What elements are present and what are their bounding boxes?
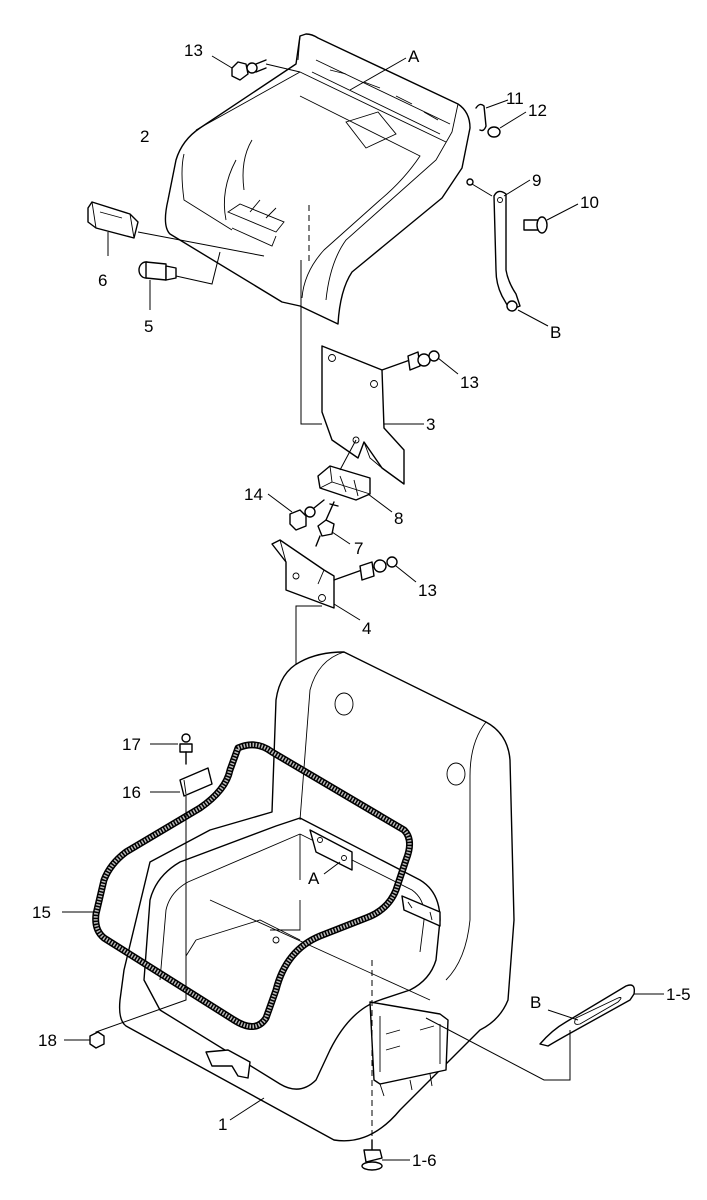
pin-part-10 xyxy=(523,203,579,234)
bolt-part-1-6 xyxy=(361,960,410,1171)
callout-2: 2 xyxy=(140,127,149,146)
callout-11: 11 xyxy=(506,89,524,108)
nut-part-18 xyxy=(64,1031,105,1049)
callout-3: 3 xyxy=(426,415,435,434)
bolt-part-13-top xyxy=(211,55,301,81)
washer-part-12 xyxy=(487,111,527,138)
bracket-part-4 xyxy=(271,539,361,621)
callout-18: 18 xyxy=(38,1031,57,1050)
callout-1-6: 1-6 xyxy=(412,1151,437,1170)
bolt-part-13-middle xyxy=(381,350,459,375)
callout-15: 15 xyxy=(32,903,51,922)
latch-block-part-8 xyxy=(317,439,393,513)
callout-14: 14 xyxy=(244,485,263,504)
callout-12: 12 xyxy=(528,101,547,120)
bracket-plate-part-3 xyxy=(321,345,424,485)
key-cylinder-part-5 xyxy=(138,251,221,310)
callout-4: 4 xyxy=(362,619,371,638)
callout-13-lower: 13 xyxy=(418,581,437,600)
callout-a-lower: A xyxy=(308,869,320,888)
seat-cover-part-2 xyxy=(164,33,471,325)
callout-7: 7 xyxy=(354,539,363,558)
seat-base-part-1 xyxy=(118,651,515,1142)
bolt-part-13-lower xyxy=(333,556,417,583)
callout-b-lower: B xyxy=(530,993,541,1012)
callout-b-top: B xyxy=(550,323,561,342)
callout-9: 9 xyxy=(532,171,541,190)
callout-13-top: 13 xyxy=(184,41,203,60)
link-rod-part-9 xyxy=(466,178,549,327)
leader-part-1 xyxy=(229,1097,265,1121)
callout-5: 5 xyxy=(144,317,153,336)
callout-8: 8 xyxy=(394,509,403,528)
callout-17: 17 xyxy=(122,735,141,754)
leader-a-lower xyxy=(323,861,341,875)
callout-1: 1 xyxy=(218,1115,227,1134)
seal-gasket-part-15 xyxy=(62,741,413,1030)
screw-part-17 xyxy=(150,733,193,765)
callout-1-5: 1-5 xyxy=(666,985,691,1004)
clip-part-16 xyxy=(150,767,213,797)
bolt-part-7 xyxy=(315,501,351,547)
callout-16: 16 xyxy=(122,783,141,802)
leader-a-top xyxy=(349,57,407,91)
callout-10: 10 xyxy=(580,193,599,212)
alignment-line-3 xyxy=(300,260,322,425)
callout-6: 6 xyxy=(98,271,107,290)
clip-part-11 xyxy=(475,99,509,132)
nut-part-14 xyxy=(267,493,325,531)
latch-plate-part-1-5 xyxy=(425,984,664,1081)
callout-a-top: A xyxy=(408,47,420,66)
callout-13-middle: 13 xyxy=(460,373,479,392)
lock-part-6 xyxy=(87,201,265,257)
